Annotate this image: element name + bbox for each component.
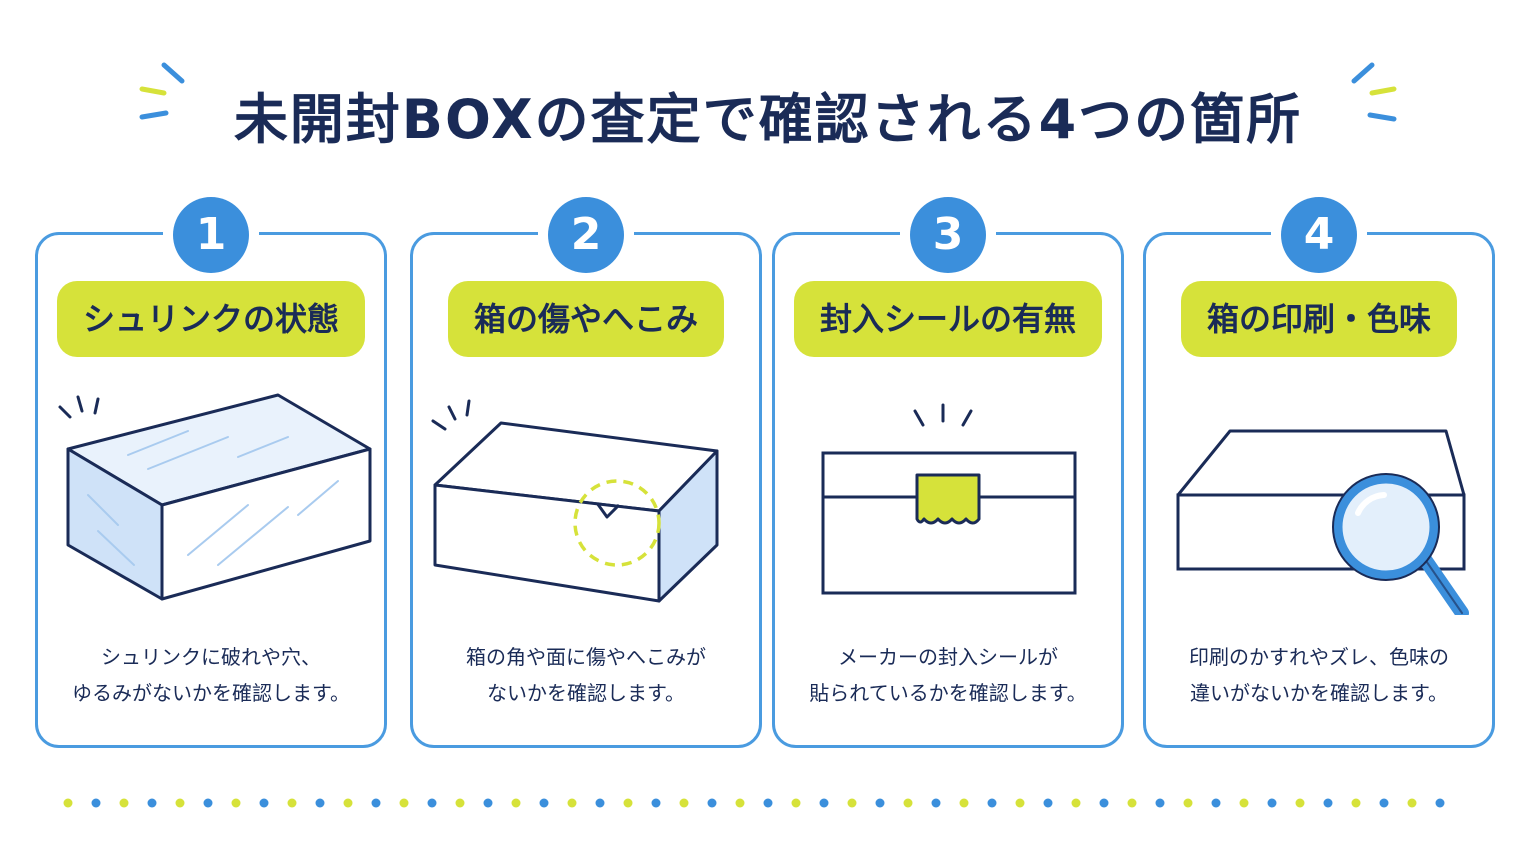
divider-dot <box>427 798 437 808</box>
check-card-3: 3 封入シールの有無 メーカーの封入シールが 貼られているかを確認します。 <box>772 193 1124 748</box>
divider-dot <box>707 798 717 808</box>
divider-dot <box>819 798 829 808</box>
step-number-badge: 2 <box>538 193 634 273</box>
divider-dot <box>175 798 185 808</box>
check-description: メーカーの封入シールが 貼られているかを確認します。 <box>809 645 1087 705</box>
magnifier-box-icon <box>1176 429 1469 615</box>
divider-dot <box>455 798 465 808</box>
step-number: 1 <box>173 197 249 273</box>
divider-dot <box>679 798 689 808</box>
divider-dot <box>315 798 325 808</box>
divider-dot <box>259 798 269 808</box>
sparkle-right-icon <box>1351 62 1397 122</box>
divider-dot <box>1435 798 1445 808</box>
divider-dot <box>847 798 857 808</box>
divider-dot <box>343 798 353 808</box>
divider-dot <box>1127 798 1137 808</box>
check-card-1: 1 シュリンクの状態 シュリンクに破れや穴、 ゆるみがない <box>35 193 387 748</box>
divider-dot <box>147 798 157 808</box>
divider-dot <box>735 798 745 808</box>
divider-dot <box>1379 798 1389 808</box>
divider-dot <box>875 798 885 808</box>
divider-dot <box>399 798 409 808</box>
check-card-2: 2 箱の傷やへこみ 箱の角や面に傷やへこみが ないかを確認します。 <box>410 193 762 748</box>
divider-dot <box>231 798 241 808</box>
divider-dot <box>1071 798 1081 808</box>
divider-dot <box>623 798 633 808</box>
divider-dot <box>371 798 381 808</box>
divider-dot <box>1211 798 1221 808</box>
divider-dot <box>959 798 969 808</box>
divider-dot <box>903 798 913 808</box>
check-description: シュリンクに破れや穴、 ゆるみがないかを確認します。 <box>72 645 350 705</box>
divider-dot <box>931 798 941 808</box>
check-label: 箱の印刷・色味 <box>1180 281 1458 357</box>
divider-dot <box>287 798 297 808</box>
shrink-wrapped-box-icon <box>58 393 372 601</box>
divider-dot <box>119 798 129 808</box>
step-number: 3 <box>910 197 986 273</box>
sealed-box-icon <box>821 403 1077 595</box>
dented-box-icon <box>431 399 719 603</box>
sparkle-left-icon <box>139 62 185 120</box>
check-card-4: 4 箱の印刷・色味 印刷のかすれやズレ、色味の 違いがないかを確認します。 <box>1143 193 1495 748</box>
divider-dot <box>539 798 549 808</box>
divider-dot <box>91 798 101 808</box>
check-label: 箱の傷やへこみ <box>447 281 725 357</box>
divider-dot <box>651 798 661 808</box>
divider-dot <box>511 798 521 808</box>
step-number: 2 <box>548 197 624 273</box>
title-area: 未開封BOXの査定で確認される4つの箇所 <box>0 70 1536 170</box>
divider-dot <box>1295 798 1305 808</box>
check-label: シュリンクの状態 <box>56 281 366 357</box>
divider-dot <box>483 798 493 808</box>
divider-dot <box>763 798 773 808</box>
step-number-badge: 4 <box>1271 193 1367 273</box>
divider-dot <box>203 798 213 808</box>
divider-dot <box>1239 798 1249 808</box>
check-description: 印刷のかすれやズレ、色味の 違いがないかを確認します。 <box>1189 645 1449 705</box>
dotted-divider <box>63 798 1445 808</box>
step-number: 4 <box>1281 197 1357 273</box>
divider-dot <box>1323 798 1333 808</box>
divider-dot <box>1351 798 1361 808</box>
page-title: 未開封BOXの査定で確認される4つの箇所 <box>233 88 1303 151</box>
divider-dot <box>595 798 605 808</box>
divider-dot <box>1099 798 1109 808</box>
step-number-badge: 1 <box>163 193 259 273</box>
divider-dot <box>567 798 577 808</box>
divider-dot <box>1043 798 1053 808</box>
divider-dot <box>1015 798 1025 808</box>
check-description: 箱の角や面に傷やへこみが ないかを確認します。 <box>466 645 706 705</box>
divider-dot <box>1267 798 1277 808</box>
check-label: 封入シールの有無 <box>793 281 1103 357</box>
divider-dot <box>987 798 997 808</box>
divider-dot <box>1183 798 1193 808</box>
divider-dot <box>1407 798 1417 808</box>
divider-dot <box>1155 798 1165 808</box>
divider-dot <box>63 798 73 808</box>
step-number-badge: 3 <box>900 193 996 273</box>
divider-dot <box>791 798 801 808</box>
